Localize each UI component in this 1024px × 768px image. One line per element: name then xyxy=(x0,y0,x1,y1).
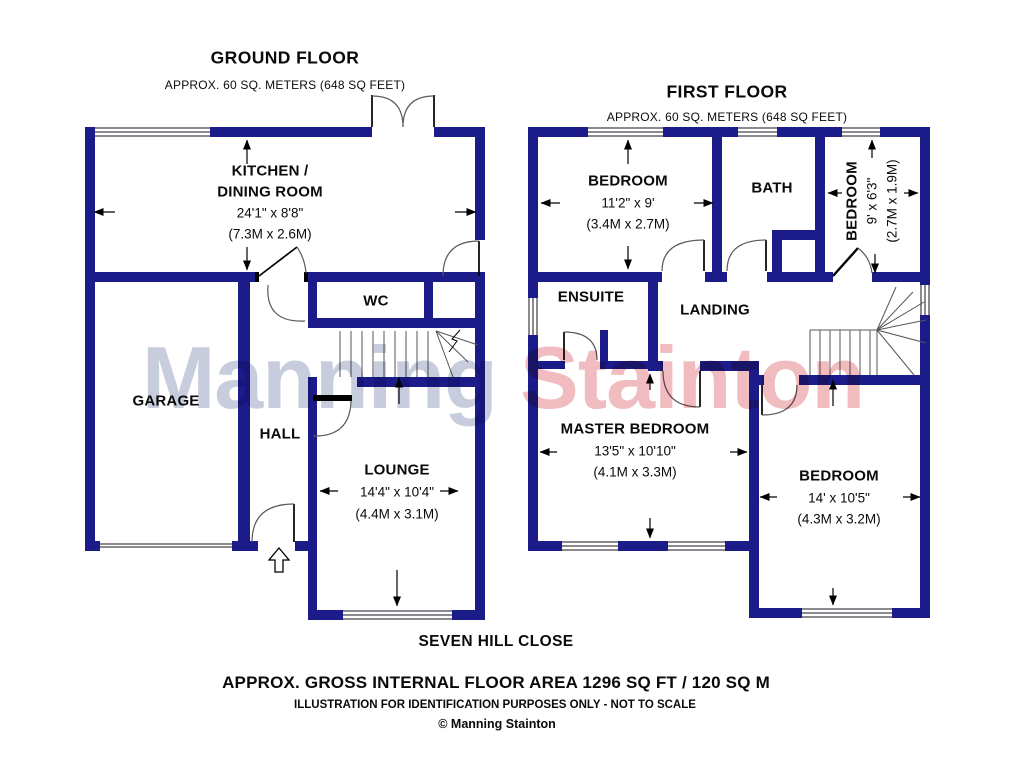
door-arc xyxy=(563,331,598,361)
disclaimer-note: ILLUSTRATION FOR IDENTIFICATION PURPOSES… xyxy=(294,699,696,711)
front-door-arc xyxy=(251,503,295,543)
watermark-word-2: Stainton xyxy=(520,328,865,427)
property-address: SEVEN HILL CLOSE xyxy=(418,633,574,650)
garage-door xyxy=(100,543,232,548)
room-label-garage: GARAGE xyxy=(132,392,200,410)
room-label-landing: LANDING xyxy=(680,301,750,319)
room-dim-master-metric: (4.1M x 3.3M) xyxy=(593,464,677,480)
window xyxy=(528,298,538,335)
window xyxy=(802,608,892,618)
window xyxy=(343,610,452,620)
room-label-ensuite: ENSUITE xyxy=(557,288,625,306)
window xyxy=(562,541,618,551)
watermark-word-1: Manning xyxy=(142,328,498,427)
window xyxy=(920,285,930,315)
ground-floor-area-note: APPROX. 60 SQ. METERS (648 SQ FEET) xyxy=(164,78,406,92)
first-floor-windows xyxy=(528,127,930,618)
room-label-master-bedroom: MASTER BEDROOM xyxy=(560,420,710,438)
ground-floor-title: GROUND FLOOR xyxy=(210,47,360,68)
window xyxy=(842,127,880,137)
first-floor-plan xyxy=(528,127,930,618)
entrance-arrow-icon xyxy=(267,546,291,573)
window xyxy=(668,541,725,551)
room-label-bath: BATH xyxy=(751,179,793,197)
room-label-kitchen-line2: DINING ROOM xyxy=(217,183,323,201)
room-dim-bedroom-rear-imperial: 14' x 10'5" xyxy=(808,490,870,506)
room-label-wc: WC xyxy=(363,292,389,310)
first-floor-title: FIRST FLOOR xyxy=(666,81,788,102)
room-label-bedroom-rear: BEDROOM xyxy=(799,467,879,485)
door-arc xyxy=(258,246,307,277)
staircase xyxy=(809,286,927,406)
gross-area-note: APPROX. GROSS INTERNAL FLOOR AREA 1296 S… xyxy=(222,673,770,692)
dimension-arrows xyxy=(93,139,477,607)
door-arc xyxy=(312,395,352,437)
room-label-bedroom-front: BEDROOM xyxy=(588,172,668,190)
copyright-note: © Manning Stainton xyxy=(438,717,556,731)
room-label-hall: HALL xyxy=(259,425,301,443)
room-dim-bedroom-rear-metric: (4.3M x 3.2M) xyxy=(797,511,881,527)
ground-floor-plan xyxy=(85,95,485,620)
ground-floor-doors xyxy=(251,95,480,573)
watermark: Manning Stainton xyxy=(142,334,865,422)
door-arc xyxy=(661,239,705,272)
first-floor-walls xyxy=(528,127,930,618)
first-floor-area-note: APPROX. 60 SQ. METERS (648 SQ FEET) xyxy=(606,110,848,124)
room-dim-master-imperial: 13'5" x 10'10" xyxy=(594,443,676,459)
room-dim-kitchen-metric: (7.3M x 2.6M) xyxy=(228,226,312,242)
room-dim-bedroom-front-imperial: 11'2" x 9' xyxy=(601,195,655,211)
door-arc xyxy=(442,240,480,277)
door-arc xyxy=(662,370,701,408)
room-label-lounge: LOUNGE xyxy=(364,461,430,479)
first-floor-doors xyxy=(563,239,873,416)
window xyxy=(738,127,777,137)
door-arc xyxy=(726,239,767,272)
door-arc xyxy=(267,284,306,322)
room-dim-lounge-imperial: 14'4" x 10'4" xyxy=(359,484,435,500)
room-dim-lounge-metric: (4.4M x 3.1M) xyxy=(355,506,439,522)
room-label-kitchen-line1: KITCHEN / xyxy=(231,162,309,180)
door-arc xyxy=(832,247,873,277)
door-arc xyxy=(761,384,798,416)
room-dim-kitchen-imperial: 24'1" x 8'8" xyxy=(236,205,304,221)
ground-floor-walls xyxy=(85,127,485,620)
ground-floor-windows xyxy=(95,127,452,620)
room-dim-bedroom-front-metric: (3.4M x 2.7M) xyxy=(586,216,670,232)
room-label-bedroom-small-block: BEDROOM 9' x 6'3" (2.7M x 1.9M) xyxy=(842,159,903,242)
dimension-arrows xyxy=(539,139,921,606)
staircase xyxy=(339,329,479,404)
room-label-bedroom-small: BEDROOM xyxy=(843,161,861,241)
room-dim-bedroom-small-metric: (2.7M x 1.9M) xyxy=(884,159,900,243)
french-doors-icon xyxy=(371,95,435,128)
window xyxy=(95,127,210,137)
window xyxy=(588,127,663,137)
room-dim-bedroom-small-imperial: 9' x 6'3" xyxy=(864,177,880,225)
